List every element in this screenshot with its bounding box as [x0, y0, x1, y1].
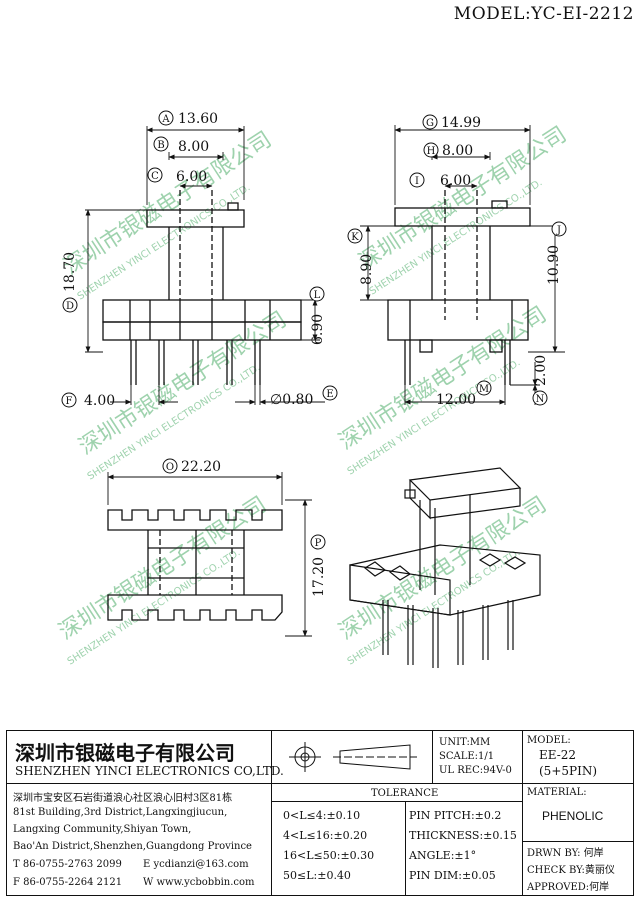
watermark-cn-4: 深圳市银磁电子有限公司 [335, 302, 552, 455]
company-name-en: SHENZHEN YINCI ELECTRONICS CO,LTD. [15, 764, 284, 778]
dim-K-value: 8.90 [359, 254, 375, 285]
dim-D-value: 18.70 [62, 252, 78, 292]
dim-I-letter: I [415, 176, 419, 187]
pin-spec-3: ANGLE:±1° [409, 849, 477, 862]
isometric-view [349, 467, 541, 668]
dim-J-letter: J [556, 225, 561, 236]
dim-K-letter: K [351, 232, 359, 243]
email: E ycdianzi@163.com [143, 859, 249, 870]
dim-N-value: 2.00 [533, 355, 549, 386]
dim-F-value: 4.00 [84, 393, 115, 409]
model-label: MODEL: [527, 735, 571, 746]
dim-G: G 14.99 [422, 114, 481, 131]
tolerance-4: 50≤L:±0.40 [283, 869, 351, 882]
side-view-dimensions [360, 125, 565, 405]
website: W www.ycbobbin.com [143, 877, 255, 888]
watermark-cn-5: 深圳市银磁电子有限公司 [55, 492, 272, 645]
watermark-cn-6: 深圳市银磁电子有限公司 [335, 492, 552, 645]
dim-O: O 22.20 [162, 458, 221, 475]
dim-A: A 13.60 [158, 110, 218, 127]
pin-spec-1: PIN PITCH:±0.2 [409, 809, 502, 822]
model-value: EE-22 [539, 748, 577, 762]
dim-A-value: 13.60 [178, 111, 218, 127]
scale-label: SCALE:1/1 [439, 751, 495, 762]
address-line-4: Bao'An District,Shenzhen,Guangdong Provi… [13, 841, 252, 852]
dim-I-value: 6.00 [440, 173, 471, 189]
dim-P-value: 17.20 [311, 557, 327, 597]
tolerance-3: 16<L≤50:±0.30 [283, 849, 375, 862]
checked-by: CHECK BY:黄丽仪 [527, 865, 615, 876]
approved-by: APPROVED:何岸 [527, 882, 610, 893]
dim-K: K8.90 [347, 228, 375, 285]
dim-F-letter: F [66, 396, 73, 407]
ul-rec-label: UL REC:94V-0 [439, 765, 512, 776]
address-line-1: 深圳市宝安区石岩街道浪心社区浪心旧村3区81栋 [13, 793, 233, 804]
dim-C-value: 6.00 [176, 169, 207, 185]
dim-H: H 8.00 [423, 142, 473, 159]
drawn-by: DRWN BY: 何岸 [527, 848, 604, 859]
tolerance-1: 0<L≤4:±0.10 [283, 809, 361, 822]
pin-spec-2: THICKNESS:±0.15 [409, 829, 517, 842]
dim-O-letter: O [166, 462, 174, 473]
fax: F 86-0755-2264 2121 [13, 877, 123, 888]
title-block: 深圳市银磁电子有限公司 SHENZHEN YINCI ELECTRONICS C… [6, 730, 634, 896]
dim-C: C 6.00 [147, 167, 207, 185]
tolerance-label: TOLERANCE [371, 788, 439, 799]
dim-D-letter: D [66, 301, 74, 312]
dim-L-letter: L [314, 290, 321, 301]
dim-J: J 10.90 [546, 221, 567, 285]
dim-P: P 17.20 [310, 534, 327, 597]
dim-B: B 8.00 [153, 136, 209, 155]
dim-G-letter: G [426, 118, 434, 129]
side-view [387, 190, 531, 385]
dim-H-value: 8.00 [442, 143, 473, 159]
technical-drawing: 深圳市银磁电子有限公司 SHENZHEN YINCI ELECTRONICS C… [55, 110, 571, 668]
dim-M: M12.00 [436, 380, 492, 408]
dim-I: I 6.00 [409, 172, 471, 189]
dim-O-value: 22.20 [181, 459, 221, 475]
dim-M-value: 12.00 [436, 392, 476, 408]
dim-E-value: ∅0.80 [270, 392, 313, 408]
front-view-dimensions [85, 126, 325, 405]
front-view [102, 190, 302, 385]
dim-N: N 2.00 [532, 355, 549, 406]
dim-D: D 18.70 [62, 252, 78, 313]
dim-L-value: 6.90 [310, 314, 326, 345]
company-name-cn: 深圳市银磁电子有限公司 [15, 741, 235, 765]
watermark-cn-3: 深圳市银磁电子有限公司 [75, 307, 292, 460]
dim-N-letter: N [536, 394, 545, 405]
dim-C-letter: C [151, 171, 159, 182]
dim-G-value: 14.99 [441, 115, 481, 131]
dim-B-value: 8.00 [178, 139, 209, 155]
projection-symbol [289, 742, 417, 772]
top-view-dimensions [107, 472, 312, 637]
dim-F: F 4.00 [61, 392, 115, 409]
phone: T 86-0755-2763 2099 [13, 859, 122, 870]
dim-E-letter: E [326, 389, 333, 400]
dim-H-letter: H [427, 146, 436, 157]
address-line-2: 81st Building,3rd District,Langxingjiucu… [13, 807, 228, 818]
dim-B-letter: B [157, 140, 164, 151]
model-title: MODEL:YC-EI-2212 [453, 4, 634, 24]
model-pins: (5+5PIN) [539, 764, 598, 778]
address-line-3: Langxing Community,Shiyan Town, [13, 824, 192, 835]
material-label: MATERIAL: [527, 787, 587, 798]
unit-label: UNIT:MM [439, 737, 491, 748]
dim-A-letter: A [161, 114, 170, 125]
pin-spec-4: PIN DIM:±0.05 [409, 869, 496, 882]
dim-L: L 6.90 [309, 286, 326, 345]
tolerance-2: 4<L≤16:±0.20 [283, 829, 368, 842]
top-view [107, 509, 283, 621]
dim-P-letter: P [315, 538, 322, 549]
dim-E: E ∅0.80 [270, 385, 338, 408]
dim-M-letter: M [479, 384, 489, 395]
dim-J-value: 10.90 [546, 245, 562, 285]
material-value: PHENOLIC [542, 809, 604, 823]
